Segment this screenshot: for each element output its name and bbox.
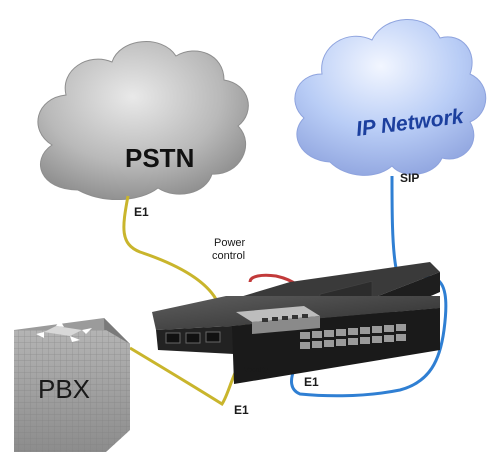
pbx-label: PBX (38, 374, 90, 404)
gateway-device: Vocality (152, 296, 440, 384)
ip-network-cloud: IP Network (294, 19, 487, 176)
power-inlets (165, 331, 221, 344)
sip-label: SIP (400, 171, 419, 185)
pstn-cloud-label: PSTN (125, 143, 194, 173)
power-control-label-1: Power (214, 237, 246, 249)
router-arrows-icon (36, 320, 92, 342)
power-control-switch (236, 306, 320, 334)
pbx-device: PBX (14, 318, 130, 452)
e1-gateway-label: E1 (304, 375, 319, 389)
gateway-brand: Vocality (244, 367, 269, 374)
e1-pstn-label: E1 (134, 205, 149, 219)
pstn-cloud: PSTN (37, 41, 249, 200)
e1-pbx-label: E1 (234, 403, 249, 417)
power-control-label-2: control (212, 250, 245, 262)
rj45-port-bank (300, 324, 406, 349)
